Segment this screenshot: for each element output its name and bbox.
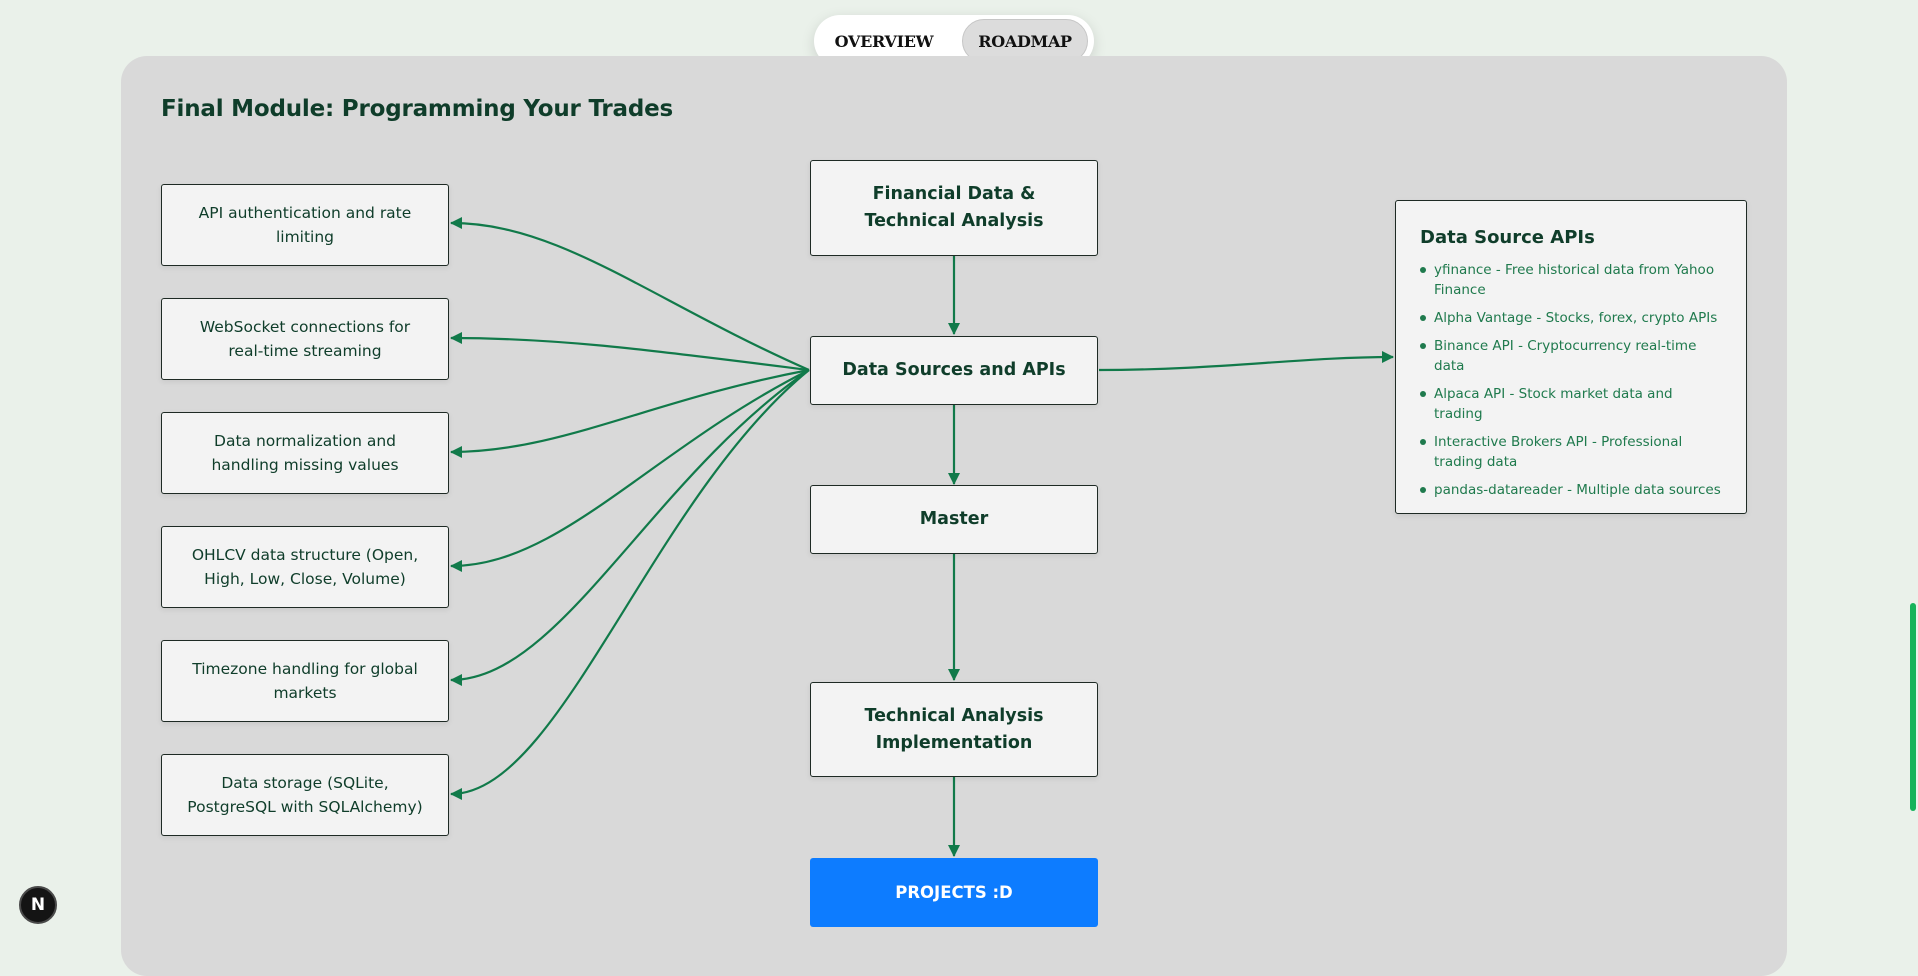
arrow-to-topic-3 bbox=[450, 368, 810, 458]
module-title: Final Module: Programming Your Trades bbox=[161, 96, 674, 122]
topic-label: OHLCV data structure (Open, High, Low, C… bbox=[191, 546, 419, 588]
arrow-to-topic-4 bbox=[450, 369, 810, 572]
api-item-yfinance: yfinance - Free historical data from Yah… bbox=[1420, 260, 1722, 300]
topic-label: Data storage (SQLite, PostgreSQL with SQ… bbox=[187, 774, 423, 816]
arrow-to-topic-5 bbox=[450, 369, 810, 686]
node-label: Technical Analysis Implementation bbox=[864, 705, 1044, 753]
api-panel-title: Data Source APIs bbox=[1420, 227, 1595, 248]
projects-label: PROJECTS :D bbox=[895, 883, 1013, 902]
api-item-interactive-brokers: Interactive Brokers API - Professional t… bbox=[1420, 432, 1722, 472]
api-item-alpaca: Alpaca API - Stock market data and tradi… bbox=[1420, 384, 1722, 424]
topic-label: Data normalization and handling missing … bbox=[211, 432, 399, 474]
nextjs-dev-badge-icon[interactable]: N bbox=[19, 886, 57, 924]
badge-letter: N bbox=[30, 895, 46, 915]
topic-label: Timezone handling for global markets bbox=[192, 660, 418, 702]
topic-data-storage: Data storage (SQLite, PostgreSQL with SQ… bbox=[161, 754, 449, 836]
flow-connectors bbox=[450, 217, 1394, 857]
projects-button[interactable]: PROJECTS :D bbox=[810, 858, 1098, 927]
topic-label: API authentication and rate limiting bbox=[198, 204, 412, 246]
node-data-sources: Data Sources and APIs bbox=[810, 336, 1098, 405]
api-item-pandas-datareader: pandas-datareader - Multiple data source… bbox=[1420, 480, 1722, 500]
arrow-to-topic-2 bbox=[450, 332, 810, 372]
node-label: Financial Data & Technical Analysis bbox=[864, 184, 1044, 231]
node-financial-data: Financial Data & Technical Analysis bbox=[810, 160, 1098, 256]
arrow-to-topic-6 bbox=[450, 369, 810, 800]
topic-websocket-connections: WebSocket connections for real-time stre… bbox=[161, 298, 449, 380]
node-technical-analysis: Technical Analysis Implementation bbox=[810, 682, 1098, 777]
scrollbar-thumb[interactable] bbox=[1910, 603, 1916, 811]
topic-label: WebSocket connections for real-time stre… bbox=[199, 318, 411, 360]
node-label: Master bbox=[919, 509, 989, 529]
arrow-sources-to-apis bbox=[1098, 351, 1394, 372]
api-list: yfinance - Free historical data from Yah… bbox=[1420, 260, 1722, 500]
tab-roadmap[interactable]: ROADMAP bbox=[962, 19, 1088, 63]
node-label: Data Sources and APIs bbox=[842, 360, 1066, 380]
tab-overview[interactable]: OVERVIEW bbox=[834, 31, 934, 51]
arrow-to-topic-1 bbox=[450, 217, 810, 372]
data-source-apis-panel: Data Source APIs yfinance - Free histori… bbox=[1395, 200, 1747, 514]
api-item-binance: Binance API - Cryptocurrency real-time d… bbox=[1420, 336, 1722, 376]
api-item-alpha-vantage: Alpha Vantage - Stocks, forex, crypto AP… bbox=[1420, 308, 1722, 328]
node-master: Master bbox=[810, 485, 1098, 554]
topic-timezone-handling: Timezone handling for global markets bbox=[161, 640, 449, 722]
topic-data-normalization: Data normalization and handling missing … bbox=[161, 412, 449, 494]
topic-ohlcv-structure: OHLCV data structure (Open, High, Low, C… bbox=[161, 526, 449, 608]
topic-api-authentication: API authentication and rate limiting bbox=[161, 184, 449, 266]
